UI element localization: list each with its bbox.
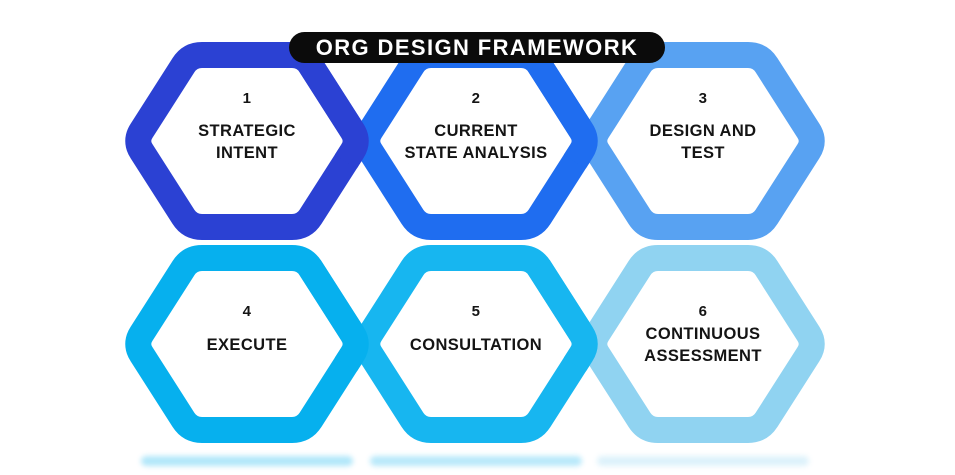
reflection bbox=[141, 456, 353, 466]
reflection bbox=[370, 456, 582, 466]
hexagon-weave-2 bbox=[527, 56, 598, 169]
hexagon-step-3 bbox=[581, 42, 825, 240]
reflection bbox=[597, 456, 809, 466]
hexagon-step-6 bbox=[581, 245, 825, 443]
hexagon-weave-4 bbox=[298, 259, 369, 372]
hexagon-weave-5 bbox=[527, 259, 598, 372]
hexagon-weave-1 bbox=[298, 56, 369, 169]
page-title: ORG DESIGN FRAMEWORK bbox=[315, 34, 639, 60]
title-pill: ORG DESIGN FRAMEWORK bbox=[289, 32, 665, 63]
